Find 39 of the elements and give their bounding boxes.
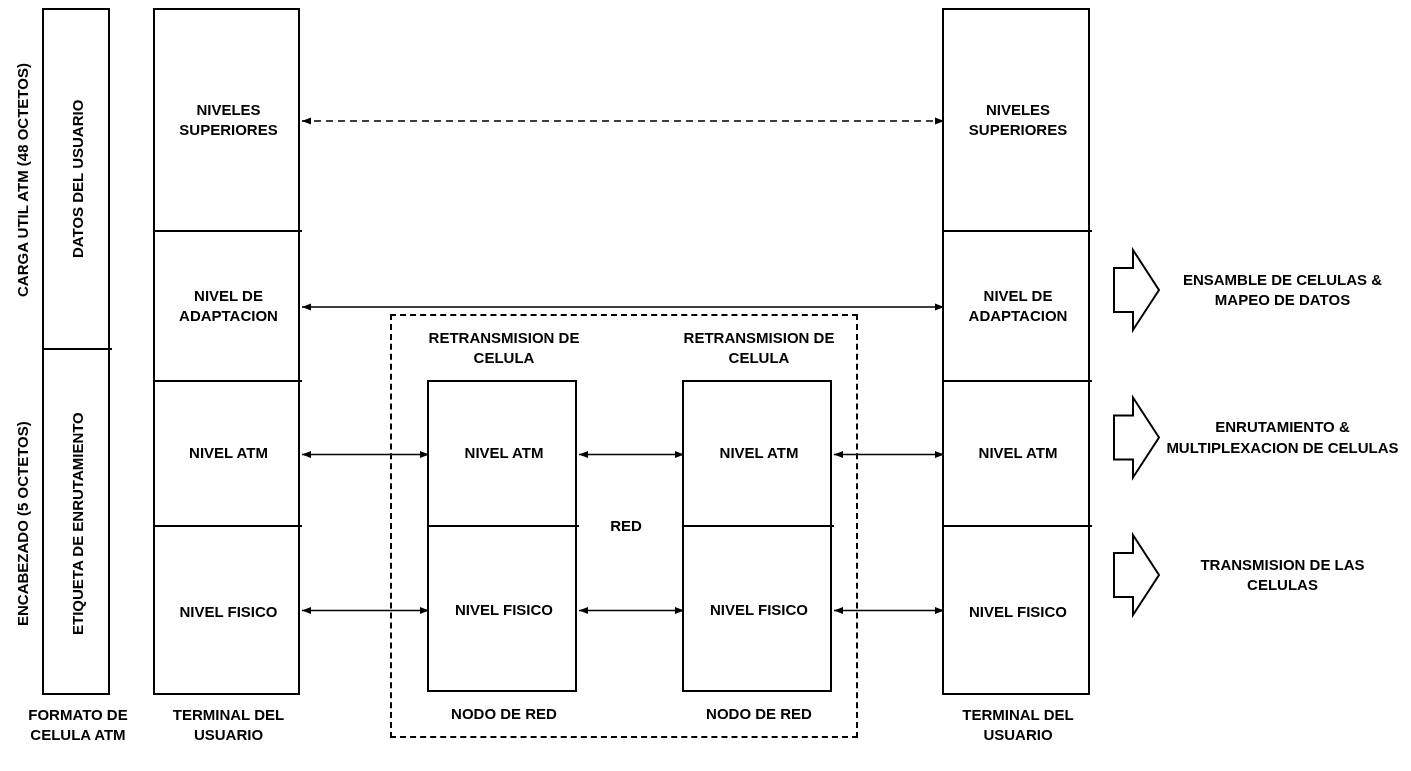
layer-label: NIVEL DE ADAPTACION — [178, 285, 279, 326]
double-arrow — [301, 450, 430, 459]
field-size-label: ENCABEZADO (5 OCTETOS) — [12, 420, 32, 628]
node-heading: RETRANSMISION DE CELULA — [427, 327, 581, 368]
node-heading: RETRANSMISION DE CELULA — [682, 327, 836, 368]
double-arrow — [301, 303, 945, 311]
layer-label: NIVEL FISICO — [178, 601, 279, 622]
double-arrow — [301, 117, 945, 125]
network-boundary — [390, 314, 858, 738]
double-arrow — [578, 450, 685, 459]
function-label: ENSAMBLE DE CELULAS & MAPEO DE DATOS — [1181, 269, 1384, 310]
block-arrow — [1113, 394, 1161, 481]
layer-label: NIVEL ATM — [977, 443, 1059, 464]
stack-caption: TERMINAL DEL USUARIO — [961, 705, 1075, 746]
double-arrow — [578, 606, 685, 615]
stack-caption: TERMINAL DEL USUARIO — [171, 705, 286, 746]
layer-label: NIVEL ATM — [463, 443, 545, 464]
function-label: ENRUTAMIENTO & MULTIPLEXACION DE CELULAS — [1165, 417, 1400, 458]
node-caption: NODO DE RED — [705, 704, 813, 724]
field-size-label: CARGA UTIL ATM (48 OCTETOS) — [12, 62, 32, 299]
double-arrow — [301, 606, 430, 615]
layer-label: NIVELES SUPERIORES — [967, 99, 1069, 140]
network-label: RED — [609, 515, 643, 536]
double-arrow — [833, 606, 945, 615]
double-arrow — [833, 450, 945, 459]
block-arrow — [1113, 531, 1161, 619]
field-label: DATOS DEL USUARIO — [67, 98, 87, 261]
layer-label: NIVEL ATM — [718, 443, 800, 464]
layer-label: NIVEL DE ADAPTACION — [967, 285, 1069, 326]
function-label: TRANSMISION DE LAS CELULAS — [1199, 554, 1366, 595]
stack-caption: FORMATO DE CELULA ATM — [27, 705, 129, 746]
block-arrow — [1113, 246, 1161, 334]
layer-label: NIVEL FISICO — [453, 600, 555, 621]
layer-label: NIVEL ATM — [188, 443, 269, 464]
node-caption: NODO DE RED — [450, 704, 558, 724]
field-label: ETIQUETA DE ENRUTAMIENTO — [67, 411, 87, 637]
layer-label: NIVELES SUPERIORES — [178, 99, 279, 140]
layer-label: NIVEL FISICO — [708, 600, 810, 621]
layer-label: NIVEL FISICO — [967, 601, 1069, 622]
